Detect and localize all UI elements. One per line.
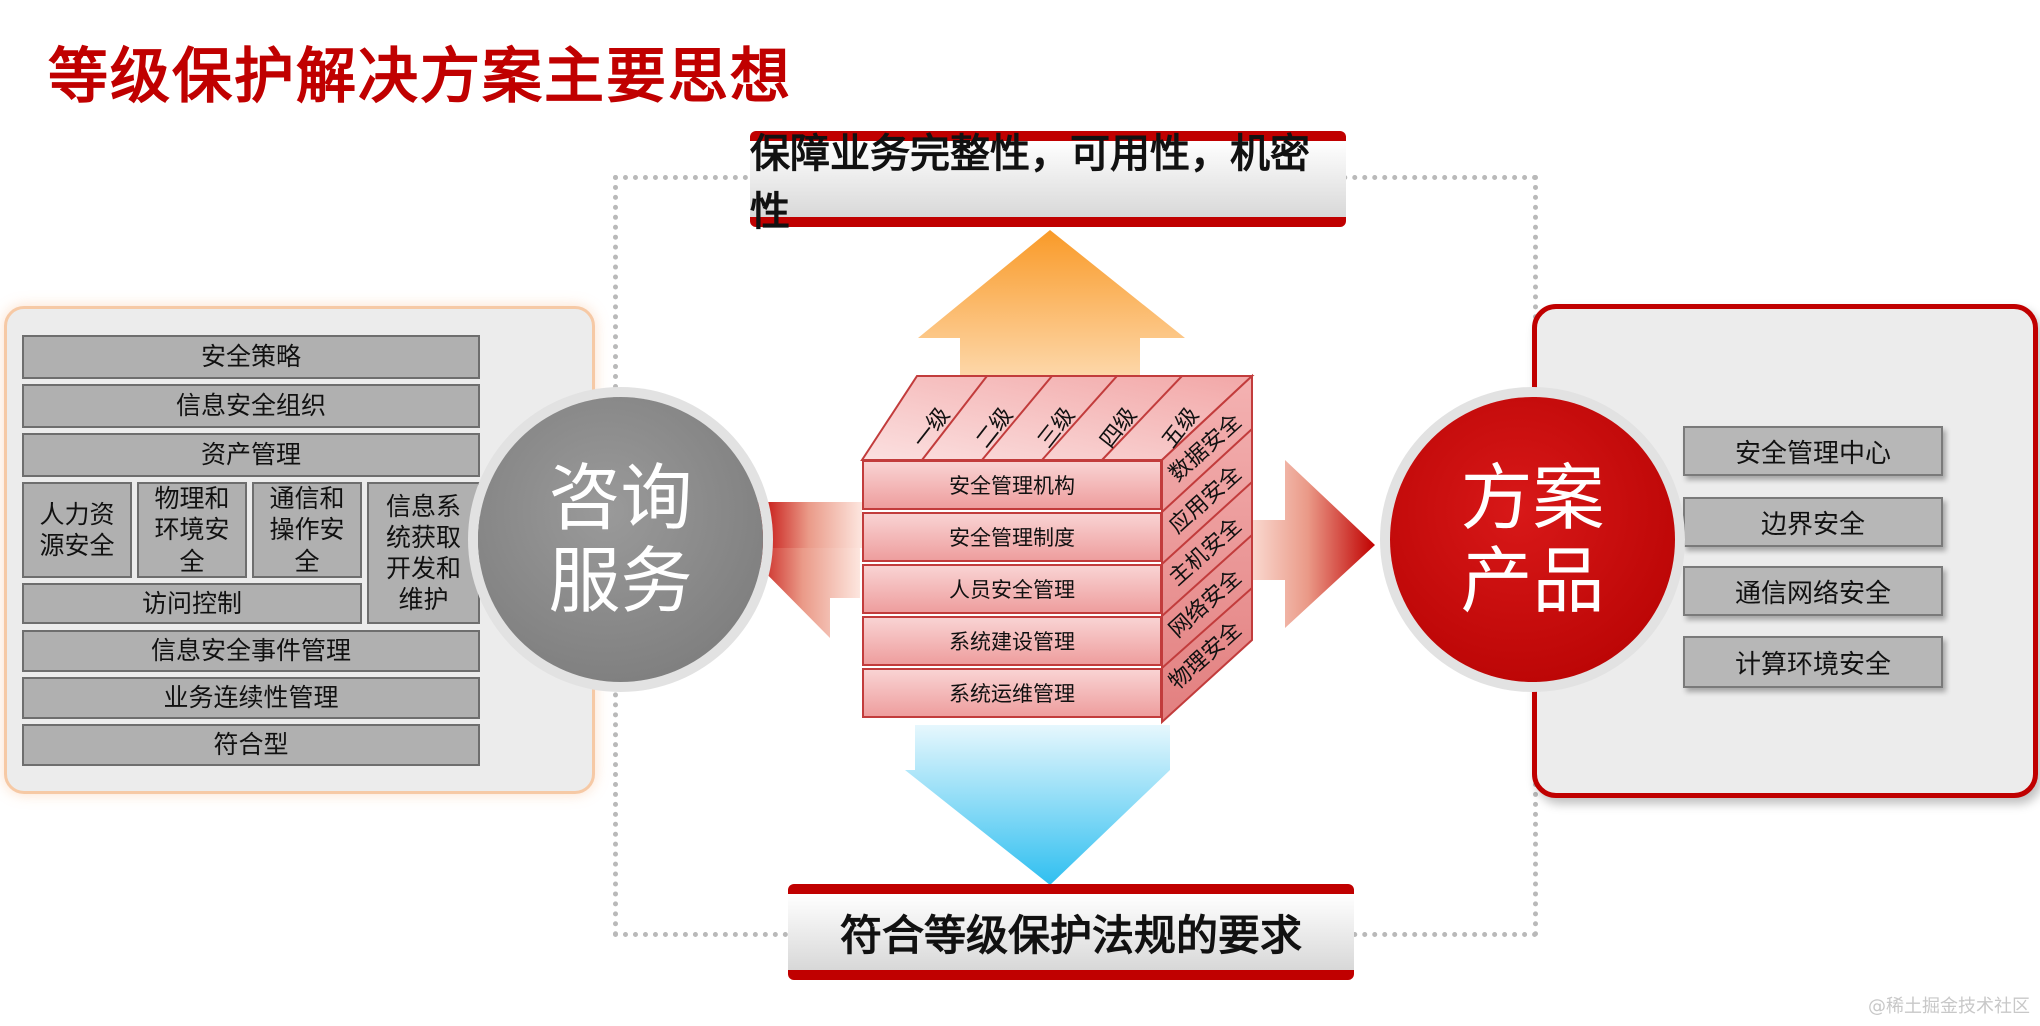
watermark: @稀土掘金技术社区: [1868, 996, 2030, 1017]
cube-side-face: [1161, 373, 1253, 725]
page-title: 等级保护解决方案主要思想: [48, 42, 792, 112]
panel-item: 计算环境安全: [1683, 636, 1943, 688]
panel-item: 安全管理中心: [1683, 426, 1943, 476]
cube-side-divider: [1161, 481, 1253, 565]
cube-front-row: 系统建设管理: [862, 616, 1162, 666]
bottom-banner: 符合等级保护法规的要求: [788, 884, 1354, 980]
consulting-circle: 咨询 服务: [478, 397, 763, 682]
panel-item: 安全策略: [22, 335, 480, 379]
panel-item: 物理和环境安全: [137, 482, 247, 578]
right-arrow: [1240, 460, 1375, 628]
product-circle: 方案 产品: [1390, 397, 1675, 682]
cube-front-row: 安全管理制度: [862, 512, 1162, 562]
cube-top-divider: [981, 375, 1053, 461]
cube-side-divider: [1161, 428, 1253, 513]
top-banner: 保障业务完整性，可用性，机密性: [750, 131, 1346, 235]
cube-side-divider: [1161, 587, 1253, 669]
cube-top-divider: [1041, 375, 1118, 461]
left-arrow-band: [755, 502, 862, 548]
cube-top-divider: [1101, 375, 1183, 461]
circle-text: 方案: [1460, 455, 1605, 540]
panel-item: 信息安全事件管理: [22, 630, 480, 672]
panel-item: 人力资源安全: [22, 482, 132, 578]
cube-side-divider: [1161, 534, 1253, 617]
circle-text: 产品: [1460, 538, 1605, 623]
panel-item: 边界安全: [1683, 497, 1943, 547]
down-arrow: [905, 725, 1170, 885]
panel-item: 符合型: [22, 724, 480, 766]
circle-text: 服务: [548, 538, 693, 623]
circle-text: 咨询: [548, 455, 693, 540]
cube-front-row: 系统运维管理: [862, 668, 1162, 718]
panel-item: 信息系统获取开发和维护: [367, 482, 480, 624]
panel-item: 资产管理: [22, 433, 480, 477]
panel-item: 信息安全组织: [22, 384, 480, 428]
panel-item: 通信和操作安全: [252, 482, 362, 578]
panel-item: 业务连续性管理: [22, 677, 480, 719]
panel-item: 访问控制: [22, 583, 362, 624]
cube-top-divider: [921, 375, 988, 461]
panel-item: 通信网络安全: [1683, 566, 1943, 616]
cube-front-row: 安全管理机构: [862, 460, 1162, 510]
cube-front-row: 人员安全管理: [862, 564, 1162, 614]
